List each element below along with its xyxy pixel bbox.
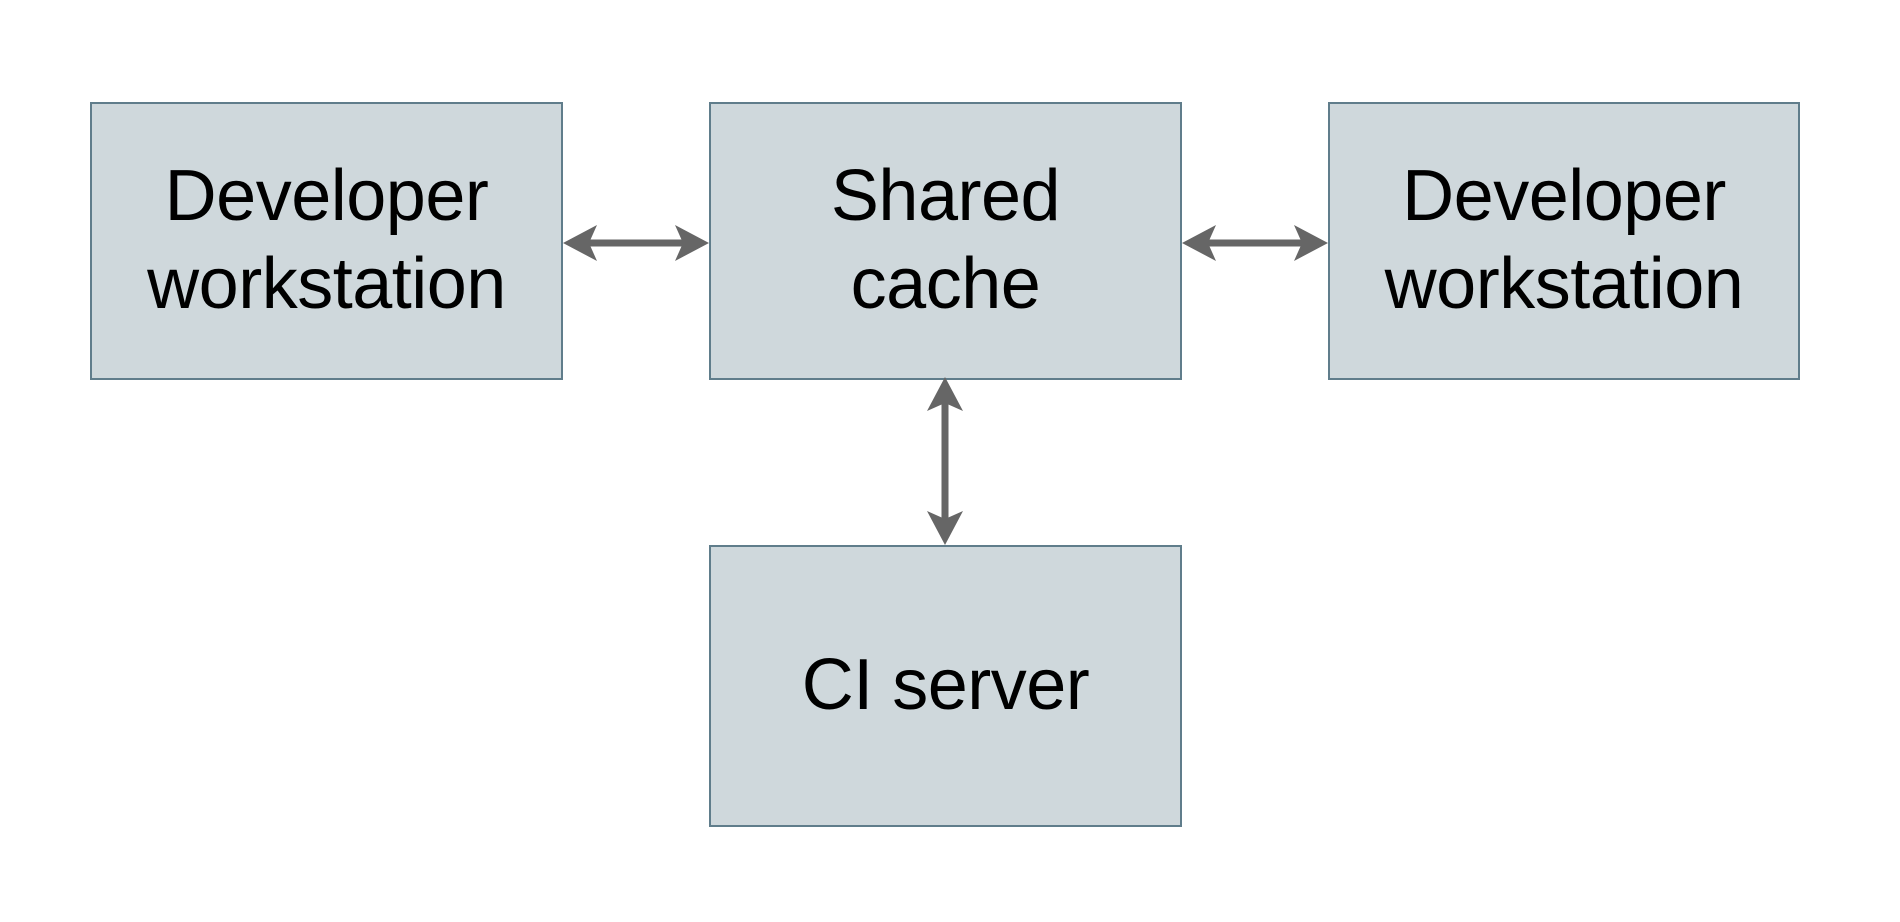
node-label: Developer workstation (147, 156, 506, 324)
edge-cache-to-workstation-right (1182, 223, 1328, 263)
node-label: Developer workstation (1384, 156, 1744, 324)
node-label: Shared cache (830, 156, 1061, 324)
node-developer-workstation-right: Developer workstation (1328, 102, 1800, 380)
node-ci-server: CI server (709, 545, 1182, 827)
edge-workstation-left-to-cache (563, 223, 709, 263)
node-developer-workstation-left: Developer workstation (90, 102, 563, 380)
bidirectional-arrow-icon (927, 377, 963, 545)
edge-cache-to-ci-server (925, 377, 965, 545)
bidirectional-arrow-icon (563, 225, 709, 261)
node-label: CI server (801, 645, 1090, 726)
bidirectional-arrow-icon (1182, 225, 1328, 261)
node-shared-cache: Shared cache (709, 102, 1182, 380)
